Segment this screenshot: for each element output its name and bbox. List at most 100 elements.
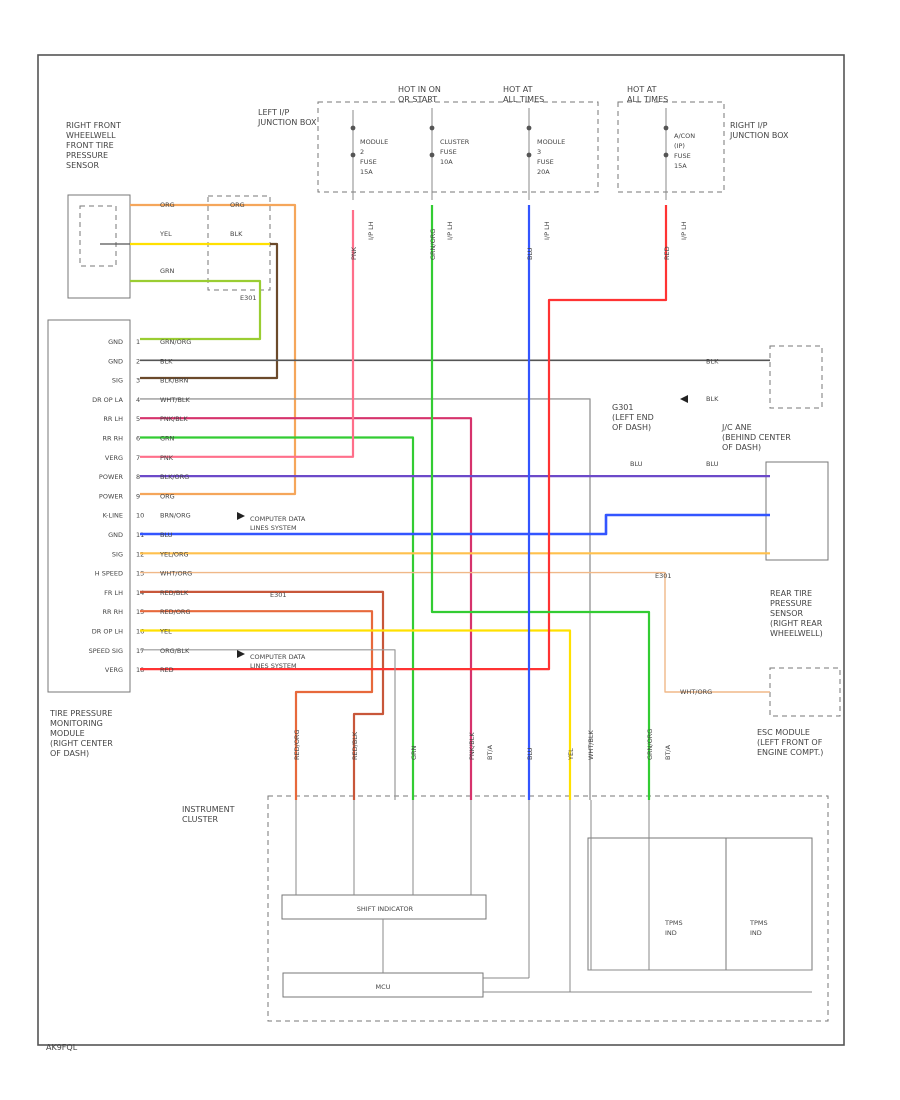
tpms-pin-number: 4	[136, 396, 140, 404]
wire-label: ORG/BLK	[160, 647, 190, 655]
jc-ane-box	[765, 461, 829, 561]
tpms-pin-label: FR LH	[104, 589, 123, 597]
tpms-module-box	[47, 319, 131, 693]
tpms-pin-label: GND	[108, 357, 123, 365]
wire-label: BLK	[160, 357, 173, 365]
shift-indicator-label: SHIFT INDICATOR	[357, 905, 414, 913]
wire-label: PNK	[160, 454, 174, 462]
wire-label: RED	[663, 246, 671, 260]
tpms-pin-label: K-LINE	[103, 512, 123, 520]
wire-label: RED/BLK	[160, 589, 189, 597]
tpms-pin-number: 13	[136, 570, 144, 578]
tpms-ind-box-2	[725, 837, 813, 971]
tpms-pin-number: 2	[136, 357, 140, 365]
rf-tire-sensor-inner	[79, 205, 117, 267]
tpms-pin-number: 3	[136, 377, 140, 385]
tpms-pin-number: 6	[136, 435, 140, 443]
tpms-pin-label: H SPEED	[95, 570, 123, 578]
tpms-pin-label: RR LH	[103, 415, 123, 423]
wire-label: RED/BLK	[351, 731, 359, 760]
wire-label: BLU	[526, 747, 534, 760]
mcu-label: MCU	[376, 983, 391, 991]
wire-rf-sensor-grn	[130, 279, 262, 341]
wire-label: YEL	[159, 628, 172, 636]
tpms-pin-number: 17	[136, 647, 144, 655]
computer-data-lines-label: COMPUTER DATA	[250, 653, 306, 661]
splice-e301-label: E301	[240, 294, 257, 302]
tpms-pin-number: 9	[136, 492, 140, 500]
wire-label: I/P LH	[367, 221, 375, 240]
wire-label: BLK	[706, 357, 719, 365]
wire-label: BLK/ORG	[160, 473, 189, 481]
wire-label: BT/A	[664, 744, 672, 760]
wire-label: RED	[160, 666, 174, 674]
wire-label: BLK	[230, 230, 243, 238]
wire-label: GRN	[160, 435, 175, 443]
wire-rrrh-redorg	[140, 610, 374, 800]
wire-label: BLU	[160, 531, 173, 539]
instrument-cluster-box	[267, 795, 829, 1022]
tpms-pin-label: GND	[108, 531, 123, 539]
wire-label: I/P LH	[680, 221, 688, 240]
wire-cluster-grn	[430, 205, 651, 800]
wire-label: ORG	[230, 201, 245, 209]
tpms-ind-box-1	[587, 837, 727, 971]
tpms-pin-label: SIG	[112, 377, 123, 385]
wire-rr-lh-pnkblk	[140, 417, 473, 800]
wire-label: WHT/BLK	[587, 729, 595, 760]
wire-label: GRN/ORG	[160, 338, 191, 346]
wire-label: RED/ORG	[160, 608, 191, 616]
wire-splice-blkbrn	[140, 242, 279, 380]
wire-label: GRN	[160, 267, 175, 275]
tpms-pin-number: 8	[136, 473, 140, 481]
wire-label: YEL	[159, 230, 172, 238]
rf-tire-sensor-box	[67, 194, 131, 299]
computer-data-lines-label: COMPUTER DATA	[250, 515, 306, 523]
wire-label: PNK/BLK	[160, 415, 188, 423]
wire-label: BLK/BRN	[160, 377, 189, 385]
wire-label: RED/ORG	[293, 730, 301, 761]
wire-label: BLK	[706, 395, 719, 403]
wire-label: BLU	[706, 460, 719, 468]
tpms-pin-label: GND	[108, 338, 123, 346]
computer-data-lines-label: LINES SYSTEM	[250, 662, 297, 670]
wire-label: BRN/ORG	[160, 512, 191, 520]
wire-label: PNK/BLK	[468, 732, 476, 760]
wire-sig-whtblk	[140, 398, 591, 800]
wire-label: WHT/BLK	[160, 396, 191, 404]
diagram-id: AK9FQL	[46, 1043, 78, 1052]
wire-layer	[100, 203, 770, 800]
tpms-pin-label: SIG	[112, 550, 123, 558]
arrow-icon	[680, 395, 688, 403]
wire-brn-gray	[140, 649, 396, 800]
tpms-pin-label: VERG	[105, 666, 123, 674]
tpms-pin-label: SPEED SIG	[89, 647, 123, 655]
wire-label: YEL	[567, 748, 575, 761]
wire-label: WHT/ORG	[680, 688, 712, 696]
computer-data-lines-label: LINES SYSTEM	[250, 524, 297, 532]
wire-label: GRN/ORG	[646, 729, 654, 760]
tpms-pin-label: VERG	[105, 454, 123, 462]
splice-e301-label: E301	[655, 572, 672, 580]
tpms-pin-label: DR OP LA	[92, 396, 123, 404]
arrow-icon	[237, 650, 245, 658]
tpms-pin-number: 7	[136, 454, 140, 462]
tpms-pin-label: RR RH	[102, 435, 123, 443]
